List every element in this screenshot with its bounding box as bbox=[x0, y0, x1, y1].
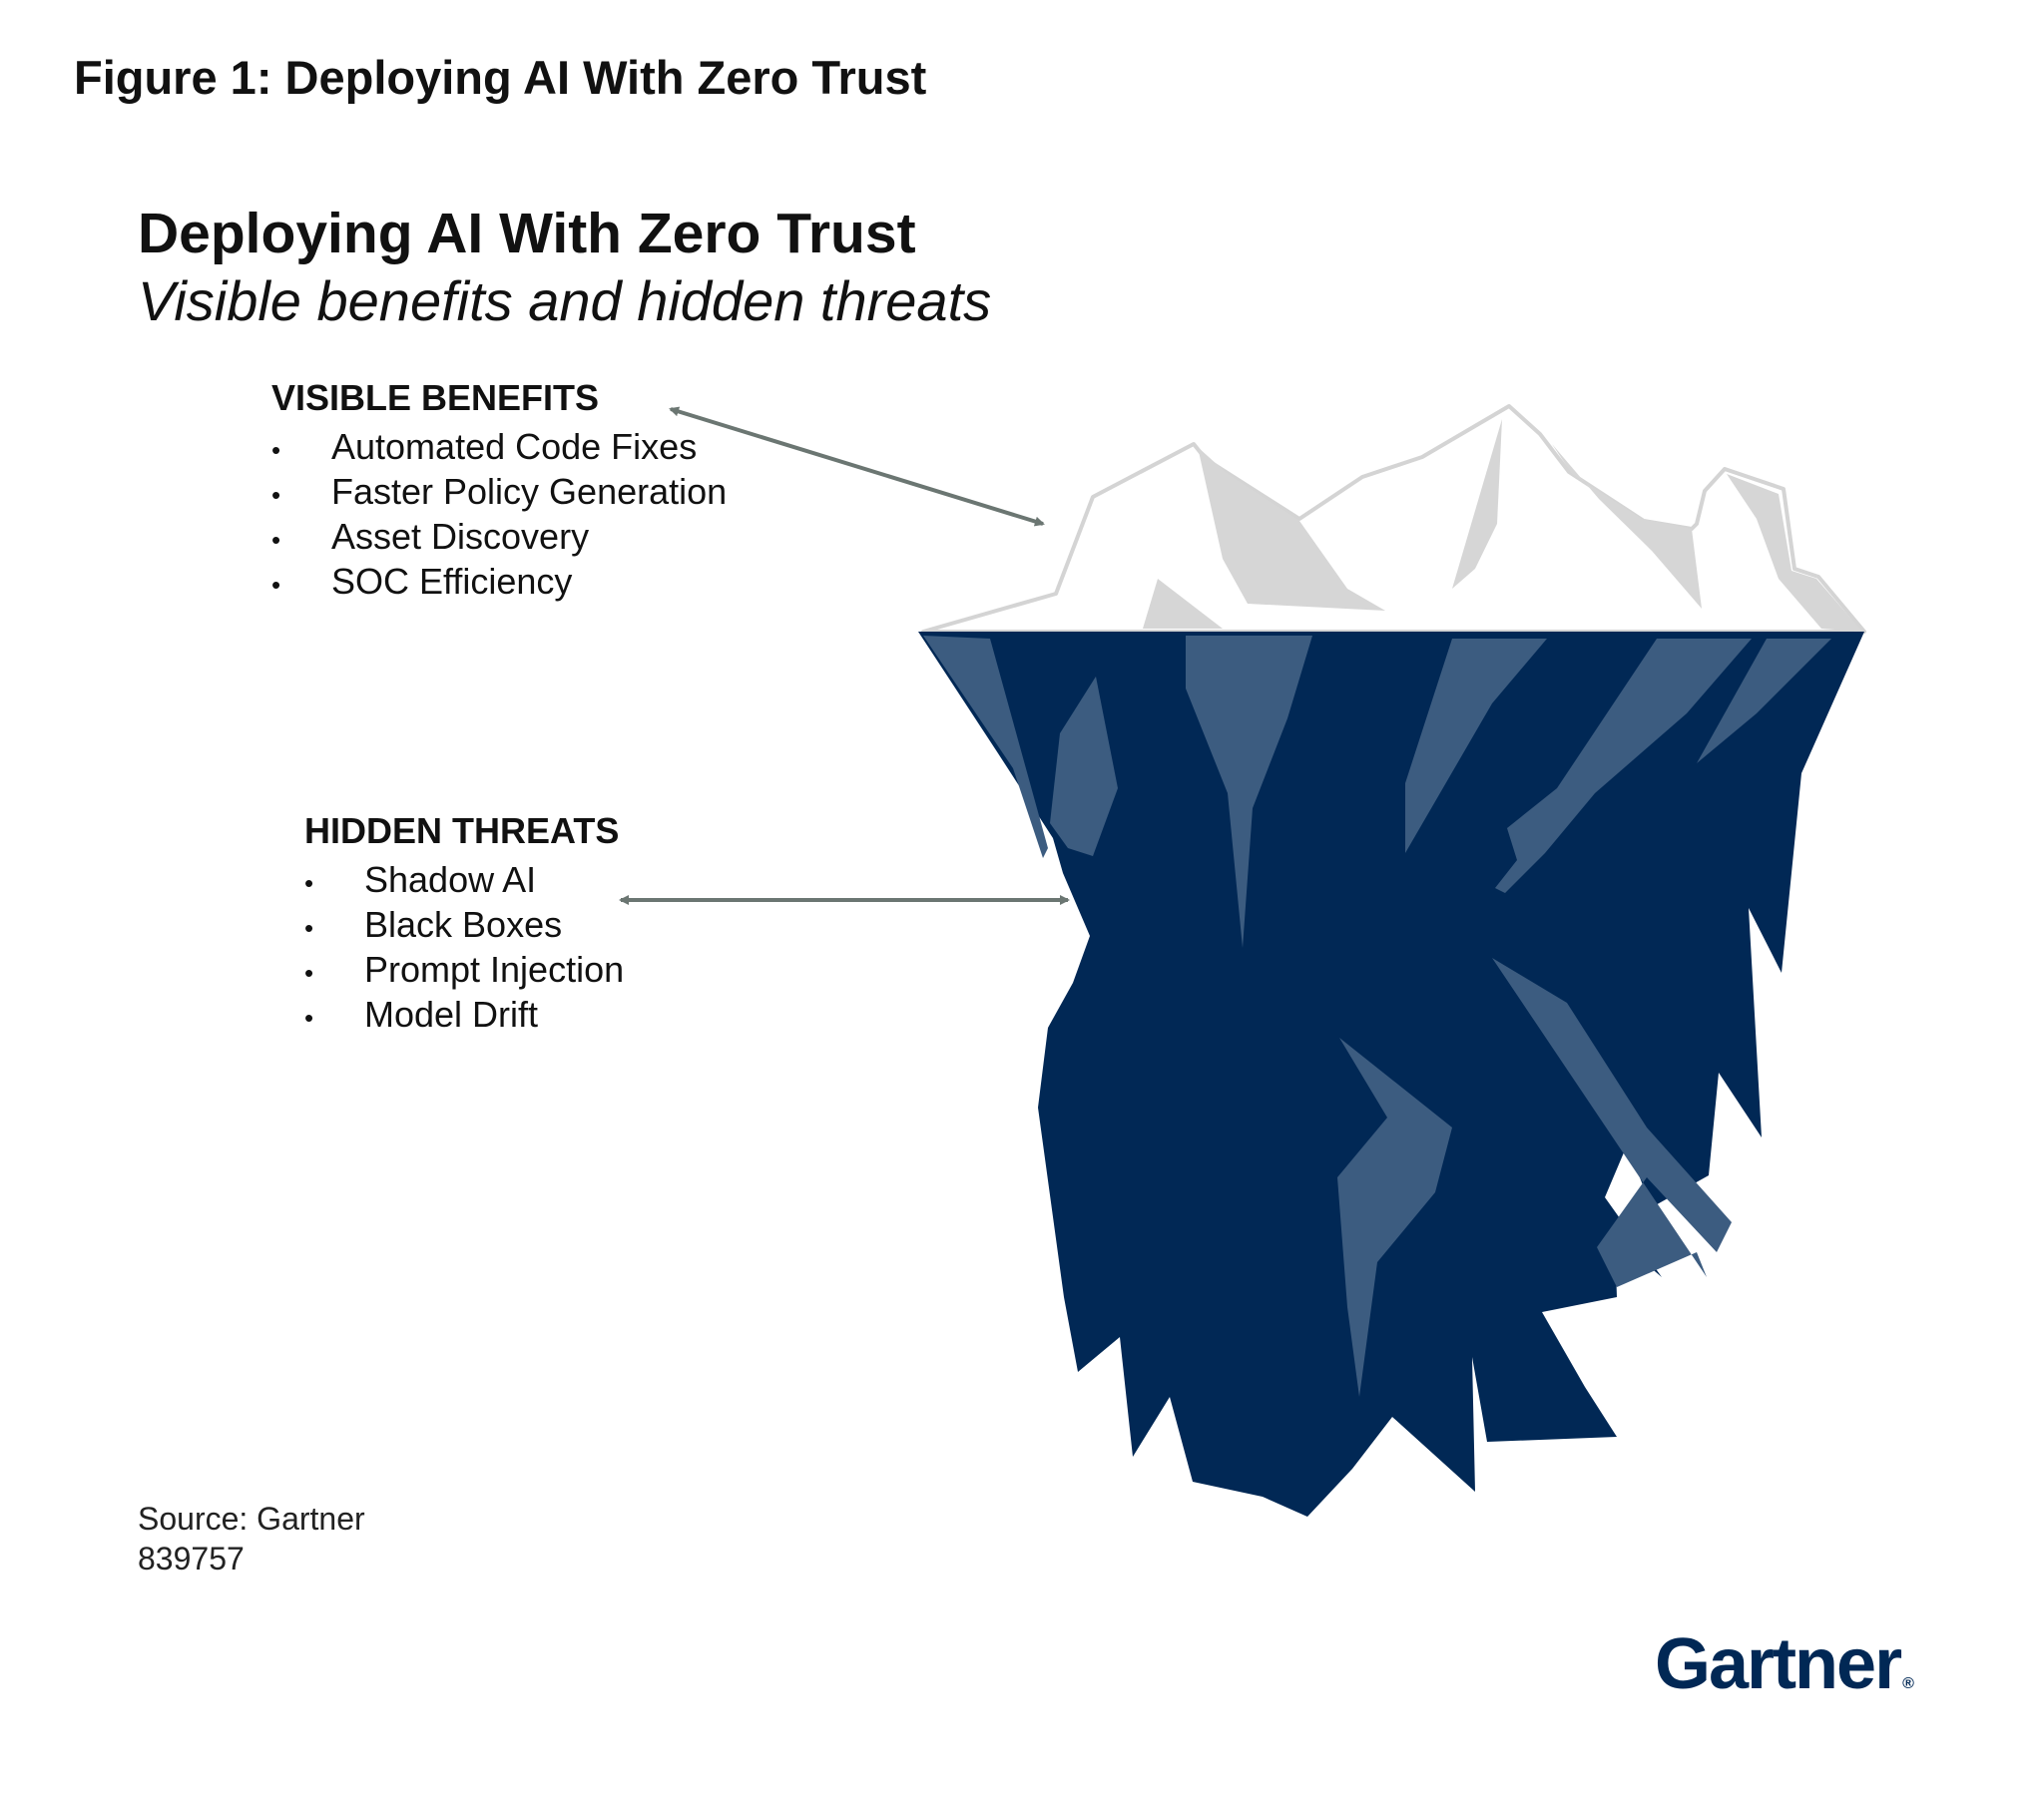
threat-label: Model Drift bbox=[364, 994, 539, 1036]
visible-benefits-arrow bbox=[669, 406, 1045, 527]
bullet-icon: • bbox=[271, 570, 281, 601]
iceberg-underwater-highlight bbox=[1186, 636, 1312, 948]
benefit-item: • SOC Efficiency bbox=[271, 559, 727, 604]
source-note: Source: Gartner 839757 bbox=[138, 1499, 365, 1578]
threat-item: • Shadow AI bbox=[304, 857, 624, 902]
bullet-icon: • bbox=[271, 525, 281, 556]
bullet-icon: • bbox=[271, 480, 281, 511]
bullet-icon: • bbox=[304, 958, 314, 989]
bullet-icon: • bbox=[304, 913, 314, 944]
iceberg-underwater-highlight bbox=[1495, 639, 1752, 893]
iceberg-tip-shade bbox=[1452, 419, 1502, 589]
iceberg-underwater-highlight bbox=[1697, 639, 1831, 763]
threat-item: • Prompt Injection bbox=[304, 947, 624, 992]
hidden-threats-list: • Shadow AI • Black Boxes • Prompt Injectio… bbox=[304, 857, 624, 1037]
bullet-icon: • bbox=[271, 435, 281, 466]
diagram-title: Deploying AI With Zero Trust bbox=[138, 202, 916, 265]
registered-mark-icon: ® bbox=[1902, 1675, 1914, 1692]
source-id: 839757 bbox=[138, 1541, 245, 1577]
bullet-icon: • bbox=[304, 1003, 314, 1034]
iceberg-tip-shade bbox=[1727, 474, 1862, 632]
hidden-threats-section: HIDDEN THREATS • Shadow AI • Black Boxes •… bbox=[304, 810, 624, 1037]
benefit-label: Asset Discovery bbox=[331, 516, 590, 558]
figure-title: Figure 1: Deploying AI With Zero Trust bbox=[74, 51, 927, 104]
benefit-label: SOC Efficiency bbox=[331, 561, 573, 603]
bullet-icon: • bbox=[304, 868, 314, 899]
iceberg-underwater-highlight bbox=[1492, 958, 1732, 1287]
threat-item: • Model Drift bbox=[304, 992, 624, 1037]
iceberg-underwater-highlight bbox=[1050, 676, 1118, 856]
gartner-logo: Gartner® bbox=[1655, 1628, 1914, 1700]
threat-label: Shadow AI bbox=[364, 859, 537, 901]
diagram-subtitle: Visible benefits and hidden threats bbox=[138, 269, 992, 332]
iceberg-underwater-highlight bbox=[1405, 639, 1547, 853]
visible-benefits-heading: VISIBLE BENEFITS bbox=[271, 377, 600, 418]
iceberg-tip-shade bbox=[1552, 444, 1702, 609]
iceberg-tip-shade bbox=[1198, 447, 1385, 611]
benefit-item: • Asset Discovery bbox=[271, 514, 727, 559]
logo-text: Gartner bbox=[1655, 1624, 1902, 1704]
iceberg-underwater-highlight bbox=[923, 636, 1048, 858]
benefit-item: • Faster Policy Generation bbox=[271, 469, 727, 514]
iceberg-tip-shade bbox=[1143, 579, 1223, 629]
visible-benefits-section: VISIBLE BENEFITS • Automated Code Fixes •… bbox=[271, 377, 727, 604]
threat-label: Prompt Injection bbox=[364, 949, 625, 991]
iceberg-underwater bbox=[918, 632, 1864, 1517]
benefit-label: Faster Policy Generation bbox=[331, 471, 728, 513]
hidden-threats-heading: HIDDEN THREATS bbox=[304, 810, 620, 851]
threat-label: Black Boxes bbox=[364, 904, 563, 946]
iceberg-tip bbox=[921, 404, 1866, 634]
source-label: Source: Gartner bbox=[138, 1501, 365, 1537]
benefit-label: Automated Code Fixes bbox=[331, 426, 698, 468]
benefit-item: • Automated Code Fixes bbox=[271, 424, 727, 469]
iceberg-underwater-highlight bbox=[1337, 1038, 1452, 1397]
threat-item: • Black Boxes bbox=[304, 902, 624, 947]
visible-benefits-list: • Automated Code Fixes • Faster Policy Gen… bbox=[271, 424, 727, 604]
